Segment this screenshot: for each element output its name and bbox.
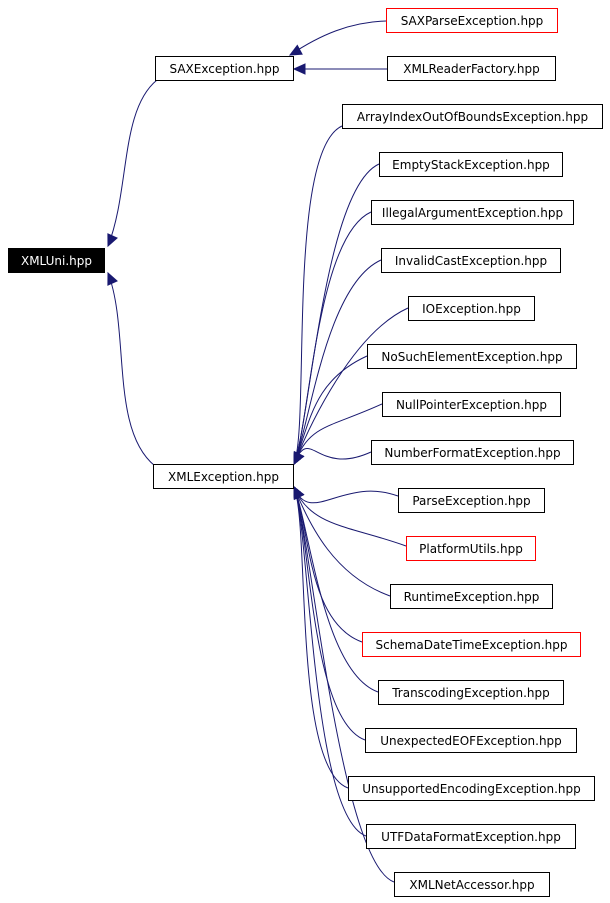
ioexception-to-xmlexception-edge	[293, 307, 409, 465]
node-saxparseexception[interactable]: SAXParseException.hpp	[386, 8, 558, 33]
nullpointer-to-xmlexception-edge	[293, 403, 383, 465]
node-xmlnetaccessor[interactable]: XMLNetAccessor.hpp	[394, 872, 550, 897]
node-transcoding[interactable]: TranscodingException.hpp	[378, 680, 564, 705]
numberformat-to-xmlexception-arrowhead	[293, 451, 305, 466]
saxexception-to-xmluni-arrowhead	[107, 233, 118, 248]
unsupportedencoding-to-xmlexception-edge	[293, 486, 349, 789]
node-arrayindexoutofbounds[interactable]: ArrayIndexOutOfBoundsException.hpp	[342, 104, 603, 129]
xmlexception-to-xmluni-arrowhead	[107, 271, 118, 286]
node-xmlexception[interactable]: XMLException.hpp	[153, 464, 294, 489]
node-utfdataformat[interactable]: UTFDataFormatException.hpp	[366, 824, 576, 849]
node-unexpectedeof[interactable]: UnexpectedEOFException.hpp	[365, 728, 577, 753]
node-invalidcast[interactable]: InvalidCastException.hpp	[381, 248, 561, 273]
node-numberformat[interactable]: NumberFormatException.hpp	[371, 440, 574, 465]
node-ioexception[interactable]: IOException.hpp	[408, 296, 535, 321]
xmlnetaccessor-to-xmlexception-arrowhead	[293, 485, 305, 500]
numberformat-to-xmlexception-edge	[293, 448, 372, 465]
xmlnetaccessor-to-xmlexception-edge	[293, 486, 395, 883]
xmlexception-to-xmluni-edge	[107, 272, 156, 467]
node-parseexception[interactable]: ParseException.hpp	[398, 488, 545, 513]
xmlreaderfactory-to-saxexception-arrowhead	[292, 63, 306, 75]
invalidcast-to-xmlexception-edge	[293, 259, 382, 465]
transcoding-to-xmlexception-edge	[293, 486, 379, 693]
node-illegalargument[interactable]: IllegalArgumentException.hpp	[371, 200, 574, 225]
platformutils-to-xmlexception-edge	[293, 486, 407, 547]
saxparseexception-to-saxexception-arrowhead	[288, 44, 303, 56]
node-schemadatetime[interactable]: SchemaDateTimeException.hpp	[362, 632, 581, 657]
node-nullpointer[interactable]: NullPointerException.hpp	[382, 392, 561, 417]
saxparseexception-to-saxexception-edge	[289, 20, 387, 56]
node-xmluni: XMLUni.hpp	[8, 248, 105, 273]
node-platformutils[interactable]: PlatformUtils.hpp	[406, 536, 536, 561]
saxexception-to-xmluni-edge	[107, 79, 158, 247]
arrayindexoutofbounds-to-xmlexception-edge	[293, 125, 343, 465]
utfdataformat-to-xmlexception-edge	[293, 486, 367, 837]
illegalargument-to-xmlexception-edge	[293, 211, 372, 465]
node-runtimeexception[interactable]: RuntimeException.hpp	[390, 584, 553, 609]
parseexception-to-xmlexception-edge	[293, 486, 399, 504]
node-emptystack[interactable]: EmptyStackException.hpp	[379, 152, 563, 177]
runtimeexception-to-xmlexception-edge	[293, 486, 391, 597]
nosuchelement-to-xmlexception-edge	[293, 355, 368, 465]
node-unsupportedencoding[interactable]: UnsupportedEncodingException.hpp	[348, 776, 595, 801]
node-nosuchelement[interactable]: NoSuchElementException.hpp	[367, 344, 577, 369]
node-xmlreaderfactory[interactable]: XMLReaderFactory.hpp	[387, 56, 556, 81]
node-saxexception[interactable]: SAXException.hpp	[155, 56, 294, 81]
